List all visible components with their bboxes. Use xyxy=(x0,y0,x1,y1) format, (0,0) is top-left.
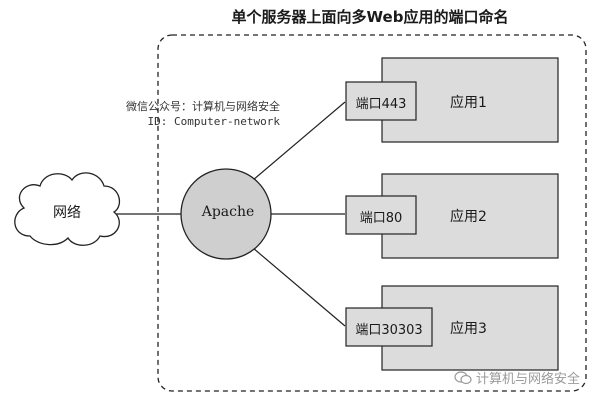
network-cloud xyxy=(14,172,121,246)
link-apache-port-443 xyxy=(252,101,346,181)
app-label-1: 应用1 xyxy=(450,95,487,111)
app-label-3: 应用3 xyxy=(450,321,487,337)
port-label-30303: 端口30303 xyxy=(355,323,423,338)
network-label: 网络 xyxy=(53,205,81,221)
watermark-text: 计算机与网络安全 xyxy=(475,372,580,387)
link-apache-port-30303 xyxy=(252,247,346,327)
server-boundary xyxy=(157,34,587,392)
port-box-80 xyxy=(345,195,417,235)
watermark: 计算机与网络安全 xyxy=(454,368,580,387)
wechat-icon xyxy=(454,370,472,385)
wechat-id-text: ID: Computer-network xyxy=(147,115,280,128)
port-box-443 xyxy=(345,81,417,121)
diagram-title: 单个服务器上面向多Web应用的端口命名 xyxy=(231,8,509,26)
port-label-443: 端口443 xyxy=(355,97,407,112)
port-label-80: 端口80 xyxy=(359,211,403,226)
app-box-2 xyxy=(381,173,559,259)
apache-label: Apache xyxy=(201,204,255,220)
port-box-30303 xyxy=(345,307,433,347)
wechat-account-text: 微信公众号：计算机与网络安全 xyxy=(126,100,280,113)
apache-node xyxy=(180,168,272,260)
app-label-2: 应用2 xyxy=(450,209,487,225)
